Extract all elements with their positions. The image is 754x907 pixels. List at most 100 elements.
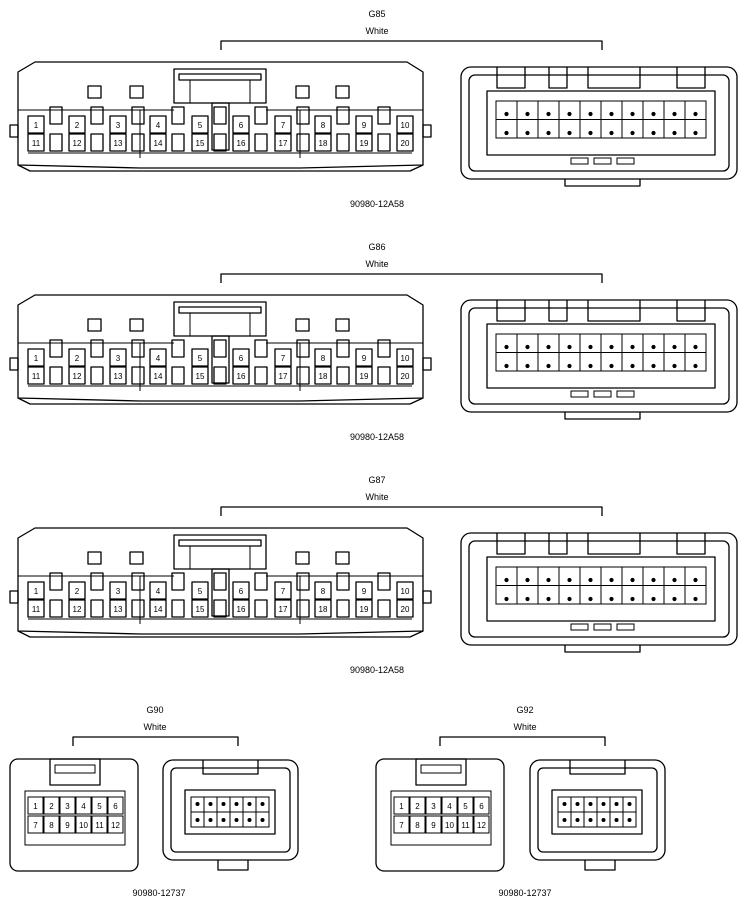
male-housing-outer (460, 299, 738, 413)
pin-cell-16 (232, 599, 250, 618)
pin-number: 11 (32, 139, 41, 148)
spacer-slot (296, 366, 310, 385)
pin-number: 9 (362, 587, 367, 596)
pin-cell-6 (473, 796, 490, 815)
pin-cell-2 (43, 796, 60, 815)
top-notch (202, 760, 259, 775)
pin-cell-19 (355, 366, 373, 385)
pin-cell-3 (59, 796, 76, 815)
pin-cell-13 (109, 366, 127, 385)
pin-cell-8 (409, 815, 426, 834)
spacer-slot (90, 599, 104, 618)
spacer-slot (171, 339, 185, 358)
pin-number: 7 (33, 821, 38, 830)
spacer-slot (377, 599, 391, 618)
pin-number: 8 (415, 821, 420, 830)
male-pin (567, 111, 572, 117)
male-pin (247, 802, 252, 806)
pin-cell-10 (396, 348, 414, 367)
pin-cell-1 (27, 581, 45, 600)
spacer-slot (90, 339, 104, 358)
pin-number: 4 (156, 587, 161, 596)
pin-number: 9 (65, 821, 70, 830)
pin-number: 2 (75, 121, 80, 130)
connector-g86: G86White11121231341451561671781891910209… (9, 242, 738, 442)
pin-cell-11 (457, 815, 474, 834)
pin-cell-8 (314, 581, 332, 600)
pin-number: 15 (196, 139, 205, 148)
spacer-slot (336, 339, 350, 358)
spacer-slot (90, 572, 104, 591)
spacer-slot (49, 339, 63, 358)
pin-cell-18 (314, 133, 332, 152)
center-key (211, 102, 230, 151)
latch-frame (415, 758, 467, 786)
connector-color: White (513, 722, 536, 732)
pin-number: 16 (237, 139, 246, 148)
center-key (211, 335, 230, 384)
male-pin (546, 596, 551, 602)
bottom-lock (564, 179, 641, 187)
pin-field-frame (486, 90, 716, 156)
pin-cell-1 (27, 115, 45, 134)
male-pin (651, 111, 656, 117)
pin-cell-9 (355, 581, 373, 600)
pin-number: 6 (239, 587, 244, 596)
side-tab-left (9, 590, 19, 604)
pin-cell-4 (441, 796, 458, 815)
bottom-slot-1 (593, 623, 612, 631)
pin-number: 8 (321, 121, 326, 130)
pin-number: 6 (239, 121, 244, 130)
pin-number: 17 (279, 605, 288, 614)
pin-number: 9 (362, 354, 367, 363)
pin-number: 12 (73, 605, 82, 614)
connector-id: G86 (368, 242, 385, 252)
male-housing-inner (468, 307, 730, 405)
male-pin (651, 596, 656, 602)
spacer-slot (336, 572, 350, 591)
male-pin (651, 577, 656, 583)
housing-base (17, 164, 424, 172)
male-pin (609, 363, 614, 369)
pin-number: 17 (279, 372, 288, 381)
pin-number: 12 (73, 372, 82, 381)
male-pin (567, 130, 572, 136)
pin-cell-4 (149, 581, 167, 600)
bottom-lock (564, 412, 641, 420)
latch-window (189, 79, 251, 104)
male-pin (234, 802, 239, 806)
pin-cell-10 (75, 815, 92, 834)
male-pin (525, 344, 530, 350)
spacer-slot (90, 106, 104, 125)
pin-number: 7 (281, 354, 286, 363)
connector-id: G87 (368, 475, 385, 485)
side-tab-right (422, 357, 432, 371)
male-pin (693, 363, 698, 369)
pin-field-frame (551, 789, 643, 835)
pin-cell-2 (68, 348, 86, 367)
spacer-slot (377, 366, 391, 385)
male-housing-inner (468, 74, 730, 172)
male-housing-outer (529, 759, 666, 861)
pin-number: 5 (198, 121, 203, 130)
male-housing-inner (170, 767, 291, 853)
part-number: 90980-12A58 (350, 199, 404, 209)
spacer-slot (336, 106, 350, 125)
spacer-slot (336, 599, 350, 618)
bottom-slot-2 (616, 623, 635, 631)
male-pin (609, 577, 614, 583)
housing-base (17, 630, 424, 638)
male-pin (630, 363, 635, 369)
spacer-slot (131, 106, 145, 125)
spacer-slot (171, 572, 185, 591)
male-pin (588, 596, 593, 602)
spacer-slot (377, 106, 391, 125)
male-pin (601, 802, 606, 806)
connector-id: G92 (516, 705, 533, 715)
pin-field-frame (486, 556, 716, 622)
male-pin (693, 344, 698, 350)
part-number: 90980-12A58 (350, 665, 404, 675)
spacer-slot (377, 339, 391, 358)
pin-number: 1 (33, 802, 38, 811)
male-pin (672, 596, 677, 602)
